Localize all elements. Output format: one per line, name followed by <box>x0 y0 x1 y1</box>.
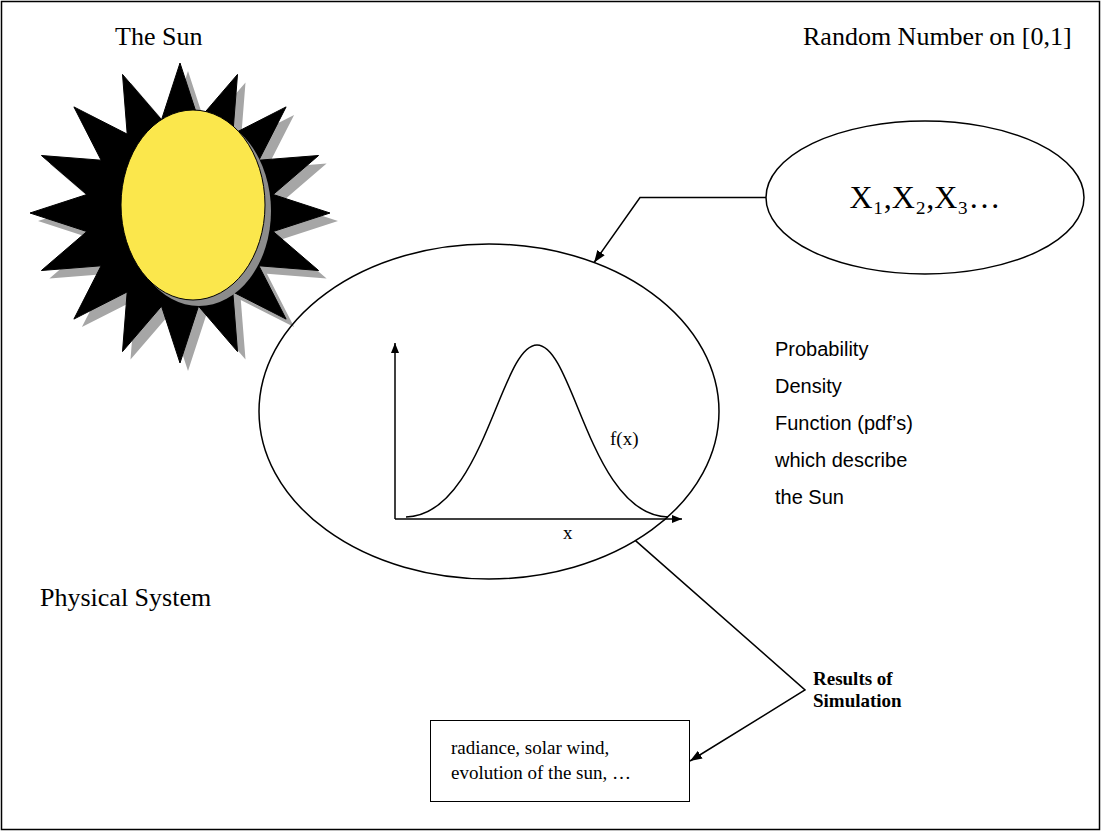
edge-label: Results of Simulation <box>813 668 938 712</box>
node-text: X₁,X₂,X₃… <box>850 178 1001 216</box>
input-heading: Random Number on [0,1] <box>803 22 1072 52</box>
node-text: Probability Density Function (pdf’s) whi… <box>775 331 920 516</box>
sun-rays <box>30 63 330 363</box>
connector-arrow <box>594 198 766 263</box>
axis-label: f(x) <box>610 428 638 450</box>
ellipse-outline <box>259 244 719 579</box>
pdf-ellipse-outline <box>258 243 720 580</box>
system-name: The Sun <box>115 22 202 52</box>
random-number-ellipse: X₁,X₂,X₃… <box>765 120 1085 275</box>
node-text: radiance, solar wind, evolution of the s… <box>451 735 666 785</box>
y-axis <box>394 343 396 519</box>
x-axis <box>395 518 682 520</box>
bell-curve <box>406 345 668 517</box>
results-box: radiance, solar wind, evolution of the s… <box>430 720 690 802</box>
sun-disc <box>121 110 265 300</box>
system-label: Physical System <box>40 583 211 613</box>
ellipse-outline <box>766 121 1084 274</box>
pdf-ellipse: Probability Density Function (pdf’s) whi… <box>258 243 720 580</box>
axis-label: x <box>563 522 573 544</box>
